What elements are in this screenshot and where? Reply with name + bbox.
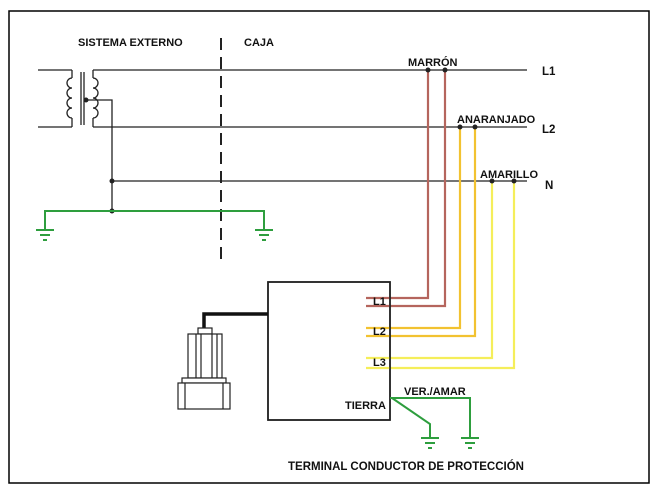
brown-tap-dot-2: [442, 67, 448, 73]
wire-orange-label: ANARANJADO: [457, 114, 536, 126]
ground-symbol-box-1-icon: [421, 437, 439, 449]
diagram-frame: [8, 10, 650, 484]
box-label: CAJA: [244, 37, 274, 49]
brown-wires: [366, 70, 447, 308]
wire-yellow-label: AMARILLO: [480, 169, 538, 181]
green-ground-wires: [390, 397, 471, 438]
terminal-ground-label: TIERRA: [345, 400, 386, 412]
line-n-label: N: [545, 180, 553, 192]
n-junction-dot: [109, 178, 115, 184]
wire-brown-label: MARRÓN: [408, 56, 458, 69]
orange-tap-dot-2: [472, 124, 478, 130]
orange-wires: [366, 127, 477, 338]
terminal-l2-label: L2: [373, 326, 386, 338]
yellow-tap-dot-2: [511, 178, 517, 184]
ground-symbol-right-icon: [255, 229, 273, 241]
ground-symbol-box-2-icon: [461, 437, 479, 449]
ground-symbol-left-icon: [36, 229, 54, 241]
terminal-l3-label: L3: [373, 357, 386, 369]
sensor-cable: [202, 312, 268, 330]
caption-label: TERMINAL CONDUCTOR DE PROTECCIÓN: [288, 460, 524, 473]
earth-bar: [44, 210, 265, 230]
sensor-device-icon: [177, 327, 231, 410]
transformer-icon: [38, 69, 112, 128]
orange-tap-dot-1: [457, 124, 463, 130]
yellow-wires: [366, 181, 516, 370]
external-system-label: SISTEMA EXTERNO: [78, 37, 183, 49]
yellow-tap-dot-1: [489, 178, 495, 184]
terminal-l1-label: L1: [373, 296, 386, 308]
line-l2-label: L2: [542, 124, 555, 136]
ground-wire-label: VER./AMAR: [404, 386, 466, 398]
brown-tap-dot-1: [425, 67, 431, 73]
neutral-tap-line: [86, 99, 113, 211]
neutral-junction-dot: [83, 97, 89, 103]
line-l1-label: L1: [542, 66, 556, 78]
